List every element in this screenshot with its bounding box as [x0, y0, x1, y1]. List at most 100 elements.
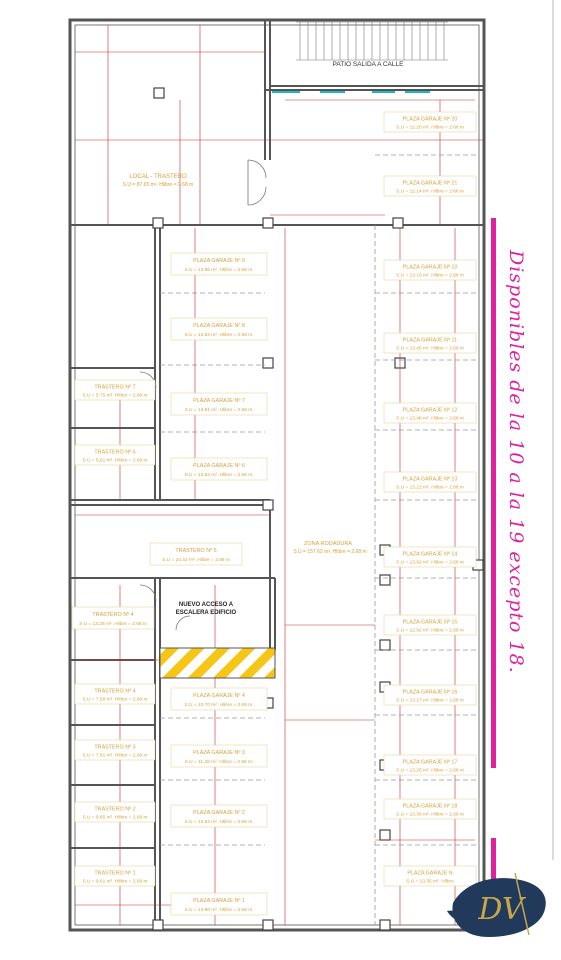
parking-label-7: PLAZA GARAJE Nº 1 S.U = 13.80 m². Hlibre …	[170, 892, 268, 916]
label-box	[170, 252, 268, 276]
acceso-label-1: NUEVO ACCESO A	[179, 602, 234, 608]
label-sub: S.U = 7.81 m². Hlibre = 2.68 m	[82, 752, 147, 758]
parking-label-3: PLAZA GARAJE Nº 11 S.U = 13.45 m². Hlibre…	[383, 332, 477, 354]
label-box	[170, 804, 268, 828]
label-box	[383, 402, 477, 424]
label-box	[170, 457, 268, 481]
label-sub: S.U = 13.84 m². Hlibre = 2.68 m.	[184, 819, 253, 825]
parking-label-5: PLAZA GARAJE Nº 3S.U = 11.28 m². Hlibre …	[170, 744, 268, 768]
acceso-label-2: ESCALERA EDIFICIO	[176, 610, 237, 616]
label-box	[170, 317, 268, 341]
label-sub: S.U = 13.38 m². Hlibre = 2.68 m	[396, 811, 464, 817]
label-sub: S.U = 13.16 m². Hlibre = 2.68 m	[396, 272, 464, 278]
parking-label-9: PLAZA GARAJE Nº 17 S.U = 13.25 m². Hlibre…	[383, 754, 477, 776]
dimension-lines	[75, 25, 484, 925]
label-sub: S.U = 7.58 m². Hlibre = 2.68 m	[82, 696, 147, 702]
label-sub: S.U = 13.92 m². Hlibre = 2.68 m	[396, 559, 464, 565]
label-sub: S.U = 9.65 m². Hlibre = 2.68 m	[82, 814, 147, 820]
parking-label-1: PLAZA GARAJE Nº 8S.U = 13.84 m². Hlibre …	[170, 317, 268, 341]
label-title: TRASTERO Nº 5	[175, 548, 216, 554]
label-sub: S.U = 13.22 m². Hlibre = 2.68 m	[396, 484, 464, 490]
label-box	[71, 606, 155, 630]
parking-label-4: PLAZA GARAJE Nº 12 S.U = 13.48 m². Hlibre…	[383, 402, 477, 424]
label-sub: S.U = 12.14 m². Hlibre = 2.68 m	[396, 188, 464, 194]
label-sub: S.U = 12.92 m². Hlibre = 2.68 m	[396, 627, 464, 633]
label-sub: S.U = 10.70 m². Hlibre = 2.68 m.	[184, 702, 253, 708]
label-box	[74, 865, 156, 887]
label-title: PLAZA GARAJE Nº 8	[193, 323, 245, 329]
storage-label-1: TRASTERO Nº 6 S.U = 5.81 m². Hlibre = 2.6…	[74, 444, 156, 466]
storage-label-6: TRASTERO Nº 2 S.U = 9.65 m². Hlibre = 2.6…	[74, 801, 156, 823]
label-sub: S.U = 9.61 m². Hlibre = 2.68 m	[82, 878, 147, 884]
label-box	[74, 739, 156, 761]
parking-label-5: PLAZA GARAJE Nº 13 S.U = 13.22 m². Hlibre…	[383, 471, 477, 493]
parking-label-2: PLAZA GARAJE Nº 7S.U = 13.91 m². Hlibre …	[170, 392, 268, 416]
parking-label-4: PLAZA GARAJE Nº 4S.U = 10.70 m². Hlibre …	[170, 687, 268, 711]
label-title: PLAZA GARAJE Nº 12	[403, 407, 458, 413]
parking-label-6: PLAZA GARAJE Nº 2S.U = 13.84 m². Hlibre …	[170, 804, 268, 828]
label-box	[170, 892, 268, 916]
storage-label-3: TRASTERO Nº 4 S.U = 13.28 m². Hlibre = 2.…	[71, 606, 155, 630]
label-sub: S.U = 13.45 m². Hlibre = 2.68 m	[396, 345, 464, 351]
availability-note: Disponibles de la 10 a la 19 excepto 18.	[505, 250, 527, 674]
columns	[152, 87, 484, 931]
parking-label-11: PLAZA GARAJE NS.U = 13.35 m². Hlibre	[383, 865, 477, 887]
garage-labels: PLAZA GARAJE Nº 9S.U = 13.86 m². Hlibre …	[71, 111, 477, 916]
label-title: PLAZA GARAJE Nº 17	[403, 759, 458, 765]
label-box	[383, 798, 477, 820]
storage-label-0: TRASTERO Nº 7S.U = 5.75 m². Hlibre = 2.6…	[74, 379, 156, 401]
label-box	[170, 687, 268, 711]
label-title: PLAZA GARAJE Nº 10	[403, 264, 458, 270]
brand-logo: DV	[447, 872, 546, 937]
label-title: TRASTERO Nº 4	[92, 612, 133, 618]
parking-label-3: PLAZA GARAJE Nº 6S.U = 13.84 m². Hlibre …	[170, 457, 268, 481]
label-box	[170, 392, 268, 416]
label-box	[149, 542, 243, 566]
label-title: TRASTERO Nº 4	[94, 688, 135, 694]
label-box	[383, 175, 477, 197]
label-title: PLAZA GARAJE Nº 18	[403, 803, 458, 809]
label-box	[383, 865, 477, 887]
label-box	[74, 683, 156, 705]
label-box	[74, 379, 156, 401]
patio-label: PATIO SALIDA A CALLE	[333, 61, 405, 68]
parking-label-1: PLAZA GARAJE Nº 21S.U = 12.14 m². Hlibre…	[383, 175, 477, 197]
label-title: TRASTERO Nº 2	[94, 806, 135, 812]
label-title: PLAZA GARAJE Nº 6	[193, 463, 245, 469]
label-sub: S.U = 13.25 m². Hlibre = 2.68 m	[396, 767, 464, 773]
local-sub: S.U = 87.65 m². Hlibre = 2.68 m	[123, 182, 194, 188]
label-box	[383, 259, 477, 281]
parking-label-6: PLAZA GARAJE Nº 14S.U = 13.92 m². Hlibre…	[383, 546, 477, 568]
label-sub: S.U = 12.20 m². Hlibre = 2.68 m	[396, 124, 464, 130]
label-title: TRASTERO Nº 1	[94, 870, 135, 876]
label-title: PLAZA GARAJE Nº 11	[403, 337, 457, 343]
label-box	[383, 471, 477, 493]
storage-label-4: TRASTERO Nº 4 S.U = 7.58 m². Hlibre = 2.6…	[74, 683, 156, 705]
label-title: PLAZA GARAJE Nº 16	[403, 689, 458, 695]
label-sub: S.U = 13.27 m². Hlibre = 2.68 m	[396, 697, 464, 703]
label-title: TRASTERO Nº 7	[94, 384, 135, 390]
logo-gold-line	[514, 872, 530, 936]
storage-label-5: TRASTERO Nº 3 S.U = 7.81 m². Hlibre = 2.6…	[74, 739, 156, 761]
label-title: PLAZA GARAJE Nº 1	[193, 898, 245, 904]
parking-label-2: PLAZA GARAJE Nº 10 S.U = 13.16 m². Hlibre…	[383, 259, 477, 281]
labels: PATIO SALIDA A CALLE LOCAL - TRASTERO S.…	[123, 61, 404, 616]
outer-walls	[68, 18, 486, 932]
local-title: LOCAL - TRASTERO	[129, 174, 187, 180]
label-sub: S.U = 13.80 m². Hlibre = 2.68 m.	[184, 907, 253, 913]
label-box	[170, 744, 268, 768]
label-box	[383, 332, 477, 354]
label-title: TRASTERO Nº 6	[94, 449, 135, 455]
zona-title: ZONA RODADURA	[304, 541, 352, 547]
label-sub: S.U = 13.35 m². Hlibre	[406, 878, 454, 884]
label-title: PLAZA GARAJE Nº 13	[403, 476, 458, 482]
label-sub: S.U = 13.48 m². Hlibre = 2.68 m	[396, 415, 464, 421]
label-title: TRASTERO Nº 3	[94, 744, 135, 750]
label-sub: S.U = 13.28 m². Hlibre = 2.68 m	[79, 621, 147, 627]
label-sub: S.U = 11.28 m². Hlibre = 2.68 m.	[185, 759, 254, 765]
label-title: PLAZA GARAJE Nº 20	[403, 116, 458, 122]
label-sub: S.U = 5.81 m². Hlibre = 2.68 m	[82, 457, 147, 463]
label-title: PLAZA GARAJE Nº 9	[193, 258, 245, 264]
logo-brush-tail	[447, 910, 475, 924]
